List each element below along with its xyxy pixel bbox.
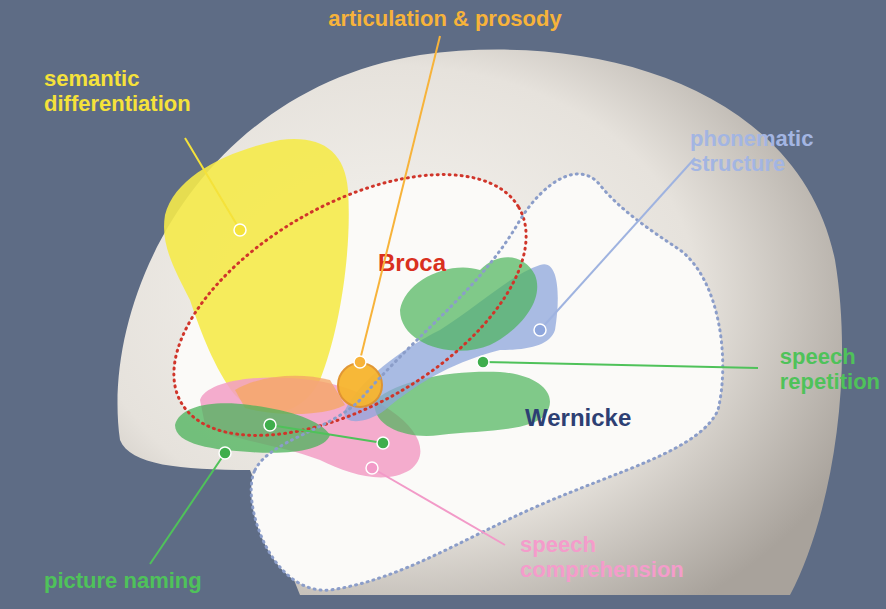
callout-label: speech comprehension bbox=[520, 532, 684, 583]
region-outline bbox=[170, 170, 530, 440]
region-label: Broca bbox=[378, 250, 446, 276]
callout-label: speech repetition bbox=[780, 344, 880, 395]
region-label: Wernicke bbox=[525, 405, 631, 431]
callout-label: picture naming bbox=[44, 568, 202, 593]
brain-outline bbox=[118, 50, 843, 595]
callout-label: phonematic structure bbox=[690, 126, 813, 177]
callout-label: articulation & prosody bbox=[295, 6, 595, 31]
callout-label: semantic differentiation bbox=[44, 66, 191, 117]
broca-area: Broca bbox=[170, 170, 530, 440]
